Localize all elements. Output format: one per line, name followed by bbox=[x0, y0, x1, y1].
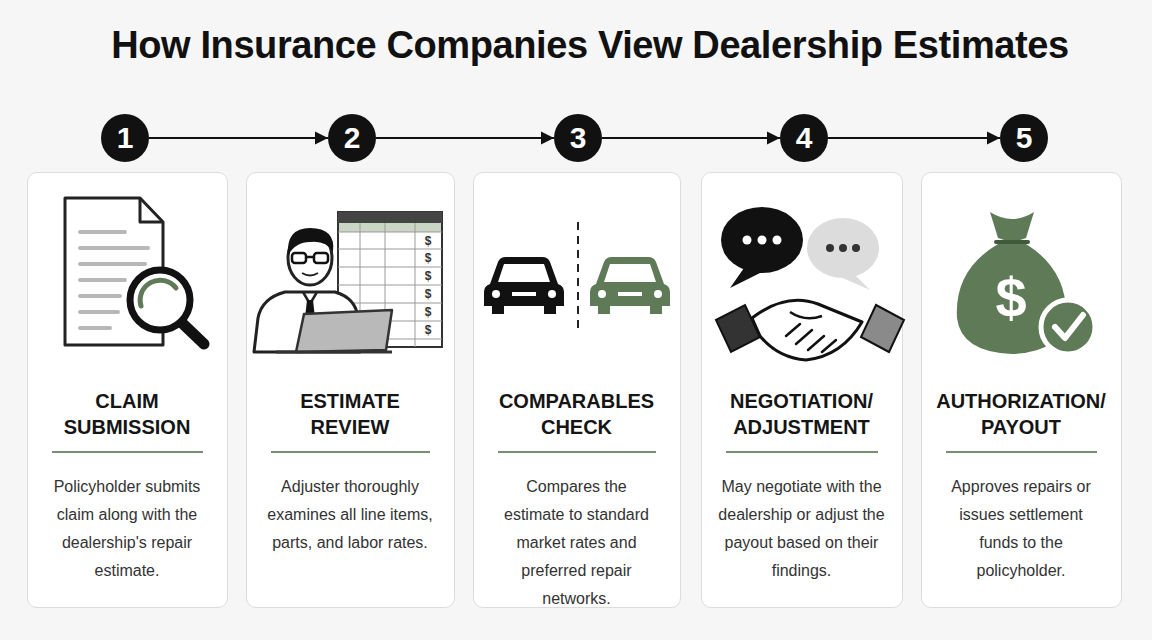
step-description: Compares the estimate to standard market… bbox=[494, 473, 659, 613]
step-heading: AUTHORIZATION/ PAYOUT bbox=[924, 388, 1119, 440]
currency-symbol: $ bbox=[995, 270, 1026, 326]
step-number: 5 bbox=[1016, 123, 1033, 153]
flow-arrow bbox=[828, 137, 1000, 139]
step-card: AUTHORIZATION/ PAYOUT Approves repairs or… bbox=[921, 172, 1122, 608]
step-number-circle: 2 bbox=[328, 114, 376, 162]
step-description: Approves repairs or issues settlement fu… bbox=[945, 473, 1097, 585]
step-description: Adjuster thoroughly examines all line it… bbox=[255, 473, 445, 557]
step-card: COMPARABLES CHECKCompares the estimate t… bbox=[473, 172, 681, 608]
step-number: 1 bbox=[117, 123, 134, 153]
step-number: 4 bbox=[796, 123, 813, 153]
step-heading: COMPARABLES CHECK bbox=[487, 388, 667, 440]
currency-symbol: $ bbox=[425, 270, 432, 282]
step-number-circle: 4 bbox=[780, 114, 828, 162]
flow-arrow bbox=[376, 137, 554, 139]
step-card: CLAIM SUBMISSION Policyholder submits cla… bbox=[27, 172, 228, 608]
step-heading: ESTIMATE REVIEW bbox=[270, 388, 430, 440]
step-heading: CLAIM SUBMISSION bbox=[42, 388, 212, 440]
step-description: Policyholder submits claim along with th… bbox=[47, 473, 207, 585]
currency-symbol: $ bbox=[425, 235, 432, 247]
diagram-title: How Insurance Companies View Dealership … bbox=[28, 24, 1152, 67]
currency-symbol: $ bbox=[425, 288, 432, 300]
step-heading: NEGOTIATION/ ADJUSTMENT bbox=[707, 388, 897, 440]
step-number: 3 bbox=[570, 123, 587, 153]
step-number: 2 bbox=[344, 123, 361, 153]
step-description: May negotiate with the dealership or adj… bbox=[713, 473, 891, 585]
step-card: ESTIMATE REVIEW Adjuster thoroughly exami… bbox=[246, 172, 455, 608]
flow-arrow bbox=[602, 137, 780, 139]
currency-symbol: $ bbox=[425, 324, 432, 336]
currency-symbol: $ bbox=[425, 252, 432, 264]
step-number-circle: 3 bbox=[554, 114, 602, 162]
step-number-circle: 1 bbox=[101, 114, 149, 162]
step-card: NEGOTIATION/ ADJUSTMENT May negotiate wit… bbox=[701, 172, 903, 608]
currency-symbol: $ bbox=[425, 306, 432, 318]
flow-arrow bbox=[149, 137, 328, 139]
step-number-circle: 5 bbox=[1000, 114, 1048, 162]
